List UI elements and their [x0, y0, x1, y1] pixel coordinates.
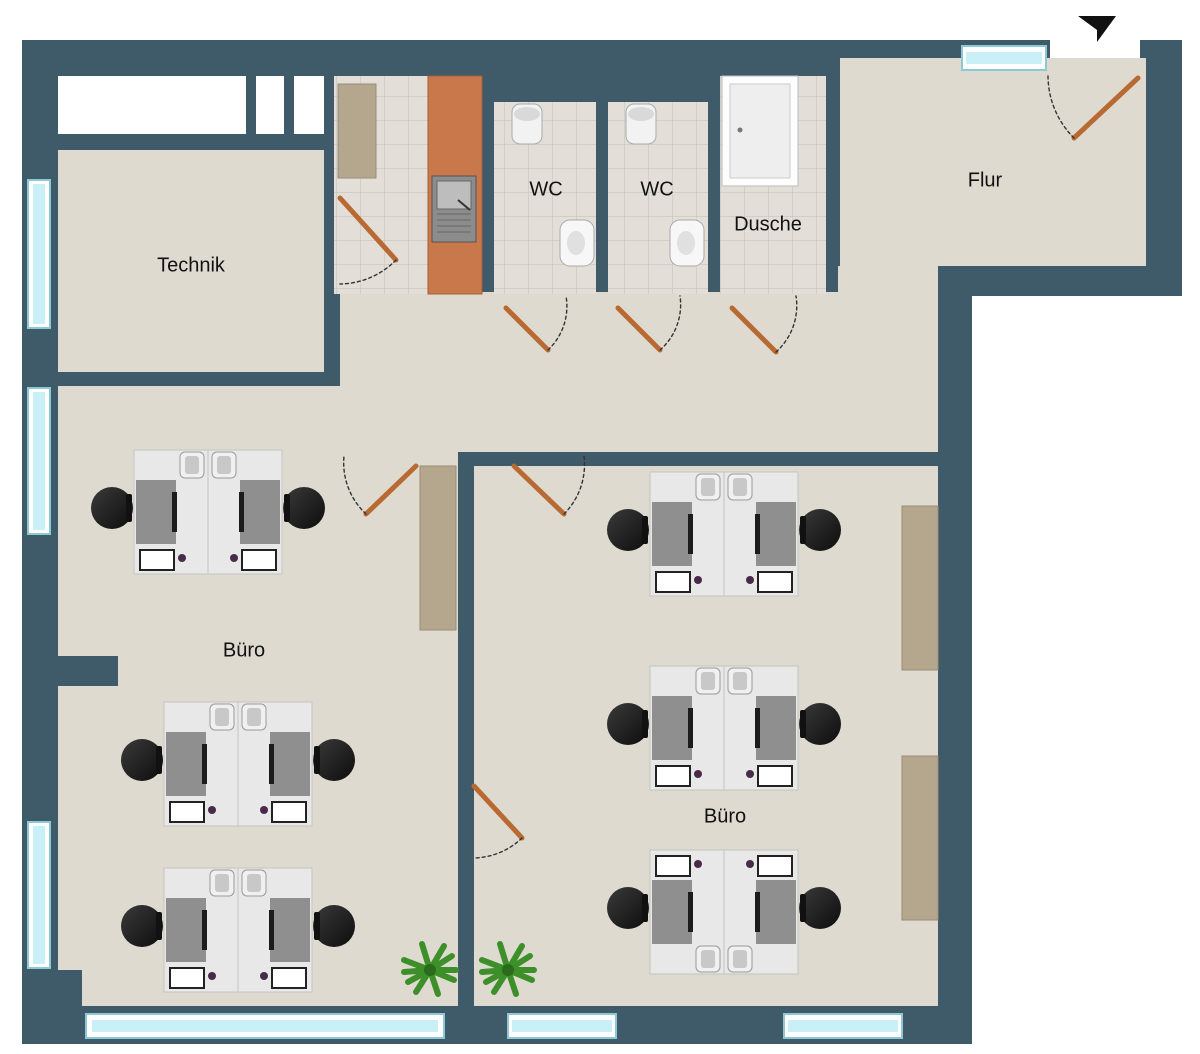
- office-chair-icon: [607, 703, 649, 745]
- wall-west-notch: [58, 656, 118, 686]
- wall-divider-bottom: [458, 858, 474, 1008]
- toilet-icon: [625, 103, 657, 145]
- monitor-icon: [755, 514, 760, 554]
- fixtures: [337, 75, 799, 295]
- laptop-icon: [655, 855, 691, 877]
- toilet-icon: [511, 103, 543, 145]
- office-chair-icon: [799, 887, 841, 929]
- laptop-icon: [241, 549, 277, 571]
- monitor-icon: [688, 708, 693, 748]
- laptop-icon: [757, 571, 793, 593]
- monitor-icon: [202, 744, 207, 784]
- plant-icon: [401, 941, 459, 997]
- monitor-icon: [269, 910, 274, 950]
- desk-cluster: [91, 449, 325, 575]
- laptop-icon: [139, 549, 175, 571]
- door-buero-west: [342, 455, 419, 517]
- desk-cluster: [607, 665, 841, 791]
- room-label-buero-west: Büro: [222, 639, 266, 662]
- plant-icon: [479, 941, 537, 997]
- office-chair-icon: [607, 509, 649, 551]
- wall-divider-lower: [458, 466, 474, 786]
- windows: [27, 45, 1047, 1039]
- office-chair-icon: [121, 905, 163, 947]
- desk-cluster: [121, 701, 355, 827]
- monitor-icon: [688, 892, 693, 932]
- room-label-buero-east: Büro: [703, 805, 747, 828]
- cabinet-east-2: [901, 755, 939, 921]
- flur-link-floor: [838, 266, 938, 452]
- cabinet-east-1: [901, 505, 939, 671]
- monitor-icon: [755, 892, 760, 932]
- room-label-dusche: Dusche: [734, 213, 802, 236]
- technik-floor: [58, 150, 324, 372]
- room-label-wc-2: WC: [640, 178, 674, 201]
- storage-niche-1: [58, 76, 246, 134]
- laptop-icon: [271, 967, 307, 989]
- cabinet-west: [419, 465, 457, 631]
- room-label-wc-1: WC: [529, 178, 563, 201]
- office-chair-icon: [283, 487, 325, 529]
- office-cabinets: [419, 465, 939, 921]
- door-technik: [337, 195, 399, 285]
- wall-sw-block: [22, 970, 82, 1044]
- laptop-icon: [169, 801, 205, 823]
- office-chair-icon: [91, 487, 133, 529]
- desk-cluster: [607, 471, 841, 597]
- office-chair-icon: [313, 739, 355, 781]
- storage-niche-3: [294, 76, 324, 134]
- door-dusche: [729, 295, 798, 355]
- room-label-flur: Flur: [967, 169, 1003, 192]
- door-wc-1: [503, 295, 568, 353]
- door-between-offices: [471, 783, 525, 859]
- laptop-icon: [271, 801, 307, 823]
- desk-cluster: [607, 849, 841, 975]
- room-label-technik: Technik: [157, 254, 225, 277]
- laptop-icon: [757, 855, 793, 877]
- office-chair-icon: [121, 739, 163, 781]
- monitor-icon: [755, 708, 760, 748]
- shower-tray-icon: [721, 75, 799, 187]
- kitchen-sink-icon: [431, 175, 477, 243]
- laptop-icon: [655, 571, 691, 593]
- monitor-icon: [172, 492, 177, 532]
- monitor-icon: [202, 910, 207, 950]
- door-buero-east: [511, 455, 586, 517]
- kitchen-cabinet: [337, 83, 377, 179]
- entrance-arrow-icon: [1078, 16, 1116, 42]
- door-wc-2: [615, 295, 682, 353]
- sink-icon: [669, 219, 705, 267]
- monitor-icon: [239, 492, 244, 532]
- flur-floor: [840, 58, 1146, 266]
- laptop-icon: [655, 765, 691, 787]
- laptop-icon: [169, 967, 205, 989]
- storage-niche-2: [256, 76, 284, 134]
- office-chair-icon: [799, 509, 841, 551]
- doors: [337, 75, 1141, 859]
- office-chair-icon: [799, 703, 841, 745]
- sink-icon: [559, 219, 595, 267]
- plants: [401, 941, 537, 997]
- office-chair-icon: [313, 905, 355, 947]
- desk-clusters: [91, 449, 841, 993]
- laptop-icon: [757, 765, 793, 787]
- desk-cluster: [121, 867, 355, 993]
- door-entrance: [1047, 75, 1141, 141]
- monitor-icon: [269, 744, 274, 784]
- monitor-icon: [688, 514, 693, 554]
- office-chair-icon: [607, 887, 649, 929]
